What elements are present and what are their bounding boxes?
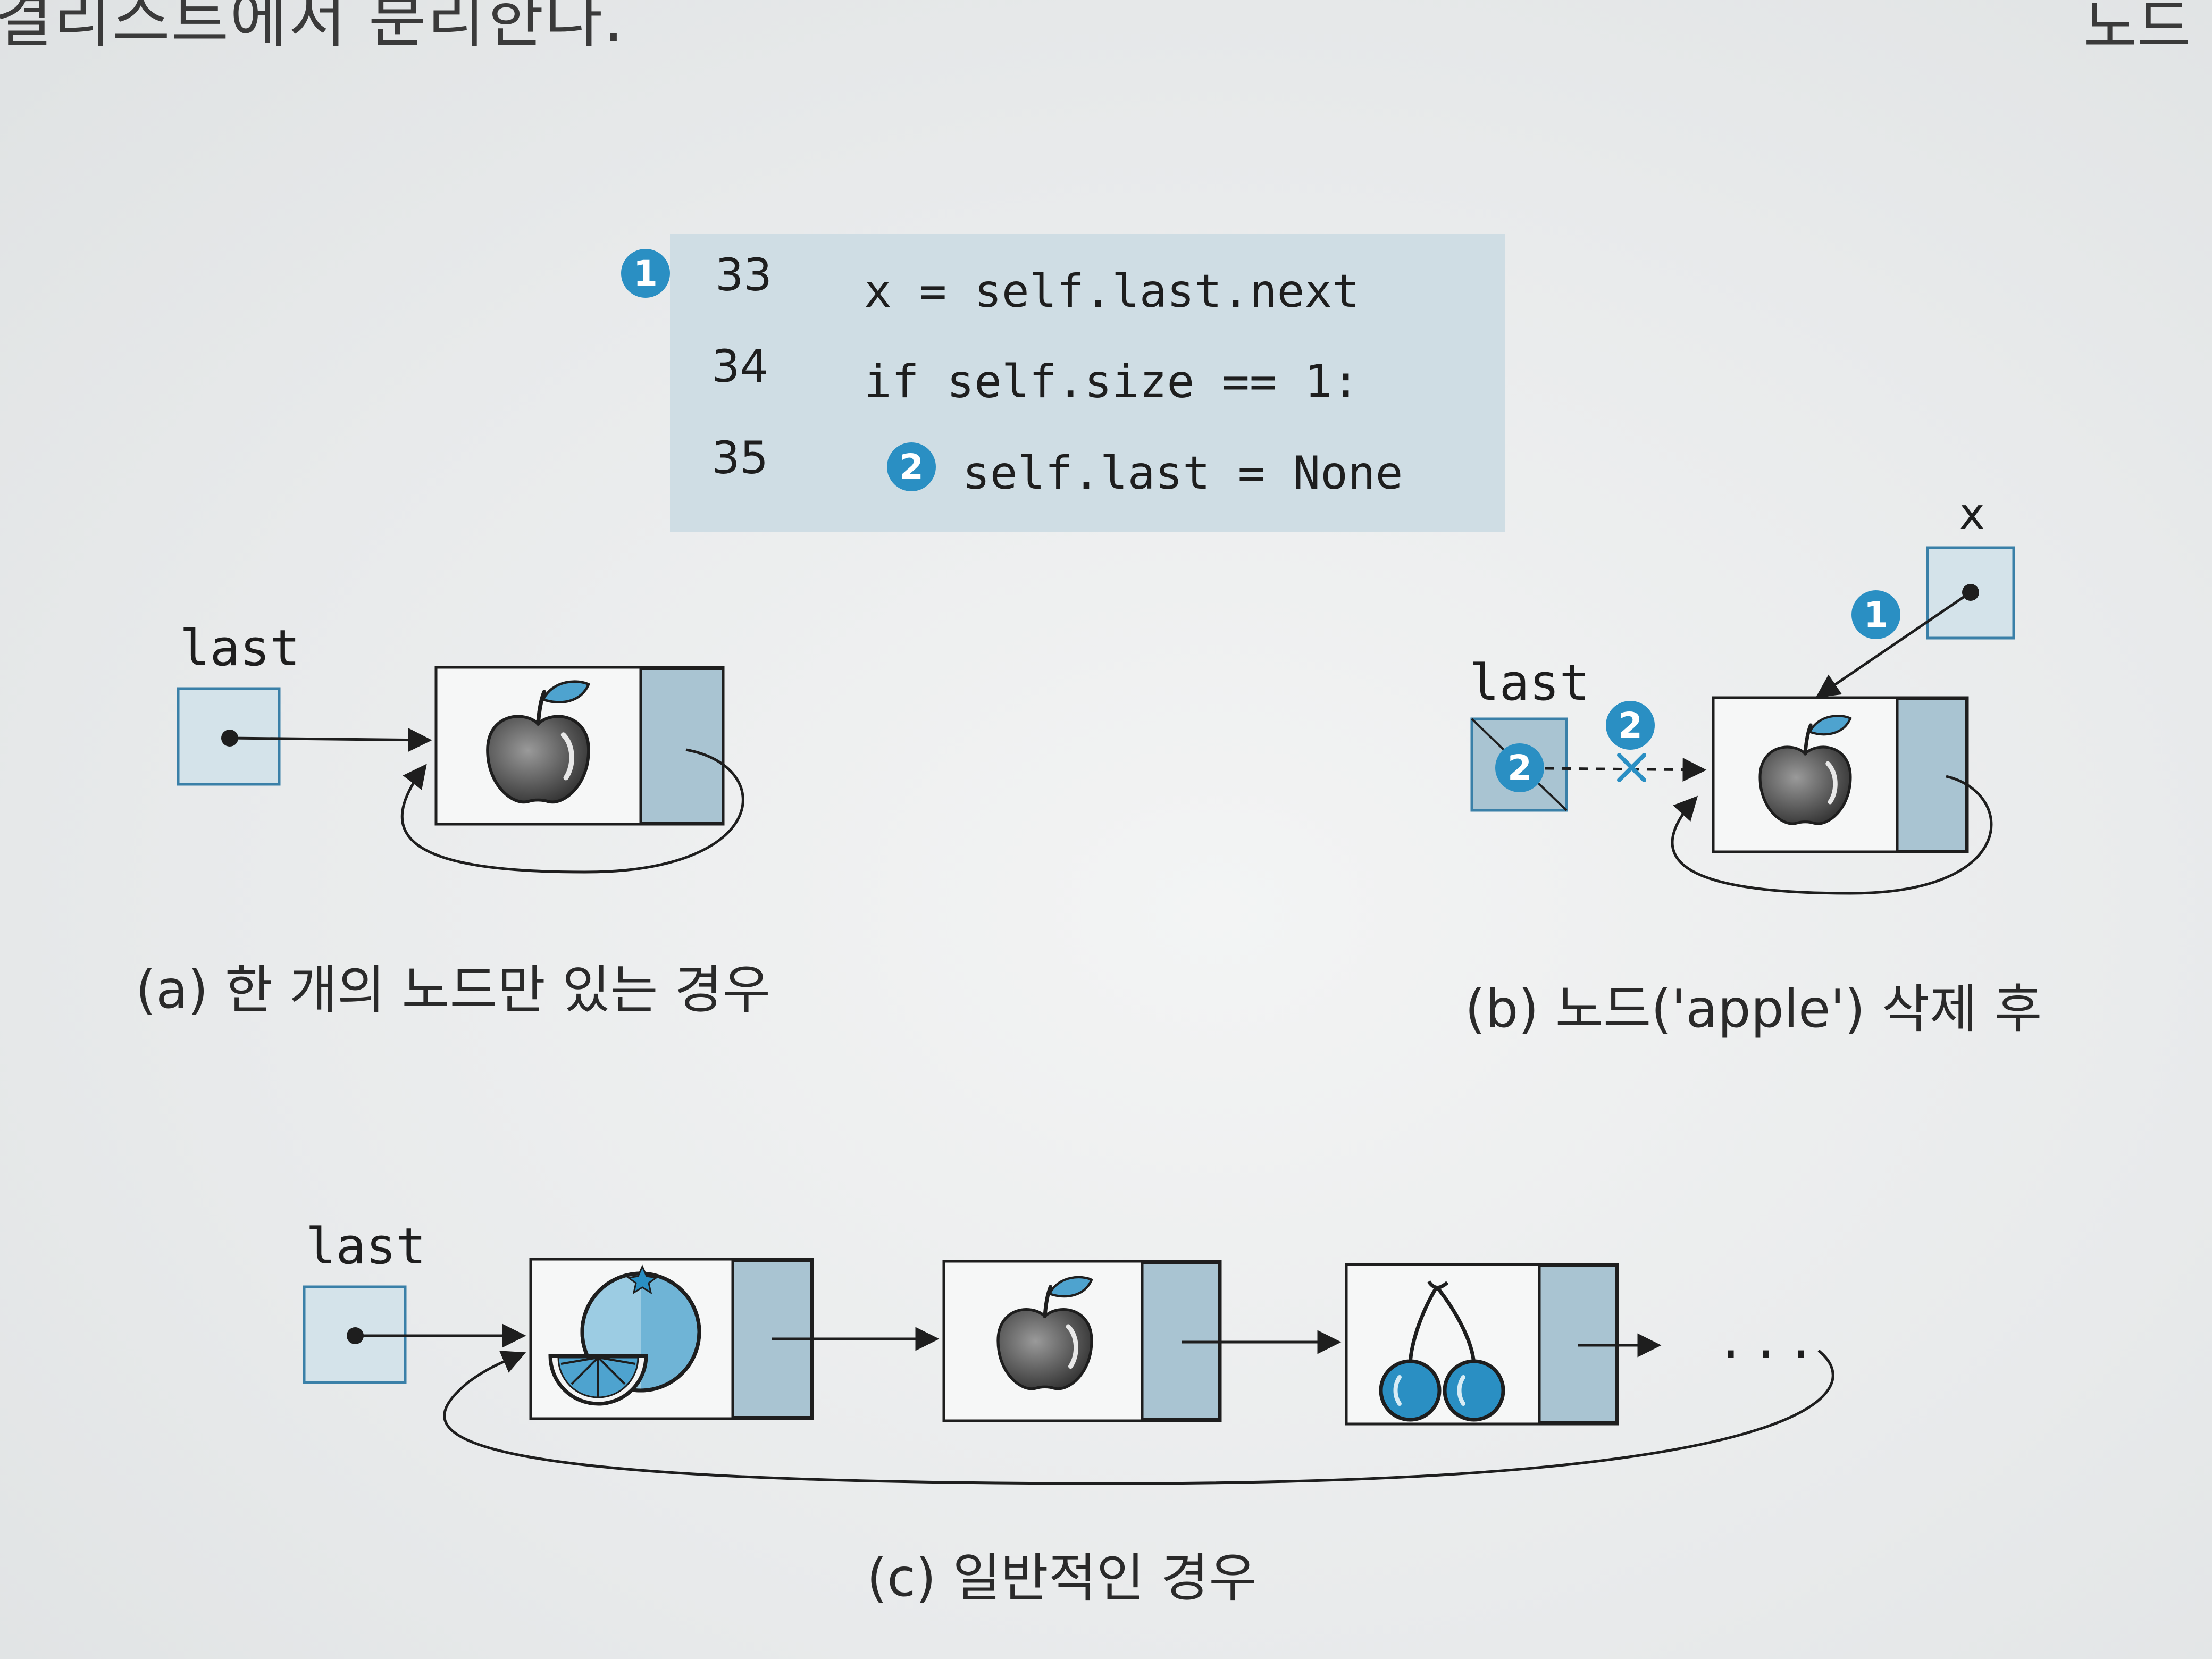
circular-return-arrow (443, 1350, 1834, 1485)
line-number-33: 33 (715, 249, 772, 301)
x-to-node-arrow (1815, 593, 1968, 698)
diagram-c (303, 1258, 1834, 1485)
last-label-c: last (306, 1218, 426, 1276)
cherry-icon (1379, 1280, 1505, 1422)
x-pointer-dot (1962, 584, 1979, 601)
code-listing (670, 234, 1505, 532)
node-next-field (1538, 1265, 1618, 1423)
cross-mark-icon (1617, 753, 1646, 782)
step-2-badge-box: 2 (1495, 743, 1544, 792)
caption-b: (b) 노드('apple') 삭제 후 (1465, 979, 2042, 1040)
ellipsis: ... (1716, 1313, 1822, 1369)
self-loop-arrow-b (1671, 775, 1993, 895)
caption-c: (c) 일반적인 경우 (867, 1548, 1257, 1608)
step-1-badge: 1 (621, 249, 670, 298)
diagram-a (177, 666, 744, 874)
diagram-b (1470, 546, 2015, 895)
line-number-35: 35 (711, 432, 768, 484)
step-1-badge-b: 1 (1851, 590, 1900, 639)
node-next-field (640, 668, 724, 824)
code-line-35: self.last = None (962, 447, 1403, 500)
last-label-b: last (1469, 654, 1590, 712)
removed-link-dashed (1544, 758, 1707, 782)
top-paragraph-fragment: 결리스트에서 분리한다. (0, 0, 625, 56)
caption-a: (a) 한 개의 노드만 있는 경우 (136, 960, 770, 1020)
line-number-34: 34 (711, 340, 768, 392)
orange-icon (548, 1264, 701, 1406)
last-to-node-arrow (229, 728, 432, 752)
last-label-a: last (180, 619, 300, 677)
step-2-badge: 2 (887, 442, 936, 491)
code-line-33: x = self.last.next (864, 265, 1360, 318)
x-label: x (1959, 489, 1985, 539)
code-line-34: if self.size == 1: (864, 355, 1360, 408)
top-right-fragment: 노드 (2083, 0, 2191, 61)
self-loop-arrow (400, 748, 744, 874)
step-2-badge-b: 2 (1606, 701, 1655, 750)
node-next-field-b (1896, 698, 1967, 852)
